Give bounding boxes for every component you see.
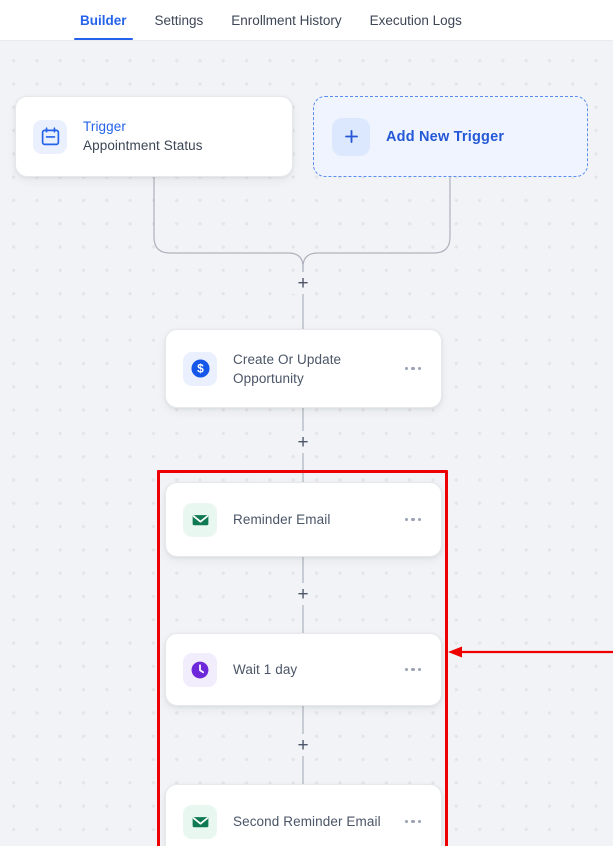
trigger-name: Appointment Status xyxy=(83,138,203,153)
tab-enrollment-history[interactable]: Enrollment History xyxy=(217,0,355,40)
tab-builder[interactable]: Builder xyxy=(66,0,141,40)
node-reminder-email-title: Reminder Email xyxy=(233,512,331,527)
node-wait-title: Wait 1 day xyxy=(233,662,298,677)
tab-settings-label: Settings xyxy=(154,12,204,28)
trigger-label: Trigger xyxy=(83,119,126,134)
workflow-canvas[interactable]: Trigger Appointment Status Add New Trigg… xyxy=(0,41,613,846)
trigger-card-text: Trigger Appointment Status xyxy=(83,118,292,155)
node-opportunity-text: Create Or Update Opportunity xyxy=(233,350,403,388)
node-opportunity-title: Create Or Update Opportunity xyxy=(233,351,342,386)
node-second-reminder-email-more-options[interactable] xyxy=(403,814,423,829)
node-second-reminder-email-text: Second Reminder Email xyxy=(233,812,403,831)
node-second-reminder-email-title: Second Reminder Email xyxy=(233,814,381,829)
tab-builder-label: Builder xyxy=(80,12,127,28)
trigger-card[interactable]: Trigger Appointment Status xyxy=(15,96,293,177)
svg-text:$: $ xyxy=(197,362,204,376)
node-opportunity-more-options[interactable] xyxy=(403,361,423,376)
tab-execution-logs[interactable]: Execution Logs xyxy=(356,0,476,40)
node-second-reminder-email[interactable]: Second Reminder Email xyxy=(165,784,442,846)
node-reminder-email-text: Reminder Email xyxy=(233,510,403,529)
node-wait[interactable]: Wait 1 day xyxy=(165,633,442,706)
plus-icon xyxy=(332,117,370,156)
tab-settings[interactable]: Settings xyxy=(141,0,218,40)
node-create-or-update-opportunity[interactable]: $ Create Or Update Opportunity xyxy=(165,329,442,408)
add-step-button-1[interactable]: + xyxy=(292,272,314,294)
email-icon xyxy=(183,804,217,839)
tab-execution-logs-label: Execution Logs xyxy=(369,12,462,28)
add-step-button-4[interactable]: + xyxy=(292,734,314,756)
tab-enrollment-history-label: Enrollment History xyxy=(231,12,342,28)
node-reminder-email[interactable]: Reminder Email xyxy=(165,482,442,557)
add-new-trigger-button[interactable]: Add New Trigger xyxy=(313,96,588,177)
node-wait-text: Wait 1 day xyxy=(233,660,403,679)
add-step-button-2[interactable]: + xyxy=(292,431,314,453)
email-icon xyxy=(183,502,217,537)
node-wait-more-options[interactable] xyxy=(403,662,423,677)
clock-icon xyxy=(183,652,217,687)
add-new-trigger-label: Add New Trigger xyxy=(386,128,505,145)
connector-lines xyxy=(153,122,451,784)
dollar-circle-icon: $ xyxy=(183,351,217,386)
add-step-button-3[interactable]: + xyxy=(292,583,314,605)
node-reminder-email-more-options[interactable] xyxy=(403,512,423,527)
tab-bar: Builder Settings Enrollment History Exec… xyxy=(0,0,613,41)
calendar-icon xyxy=(33,119,67,154)
